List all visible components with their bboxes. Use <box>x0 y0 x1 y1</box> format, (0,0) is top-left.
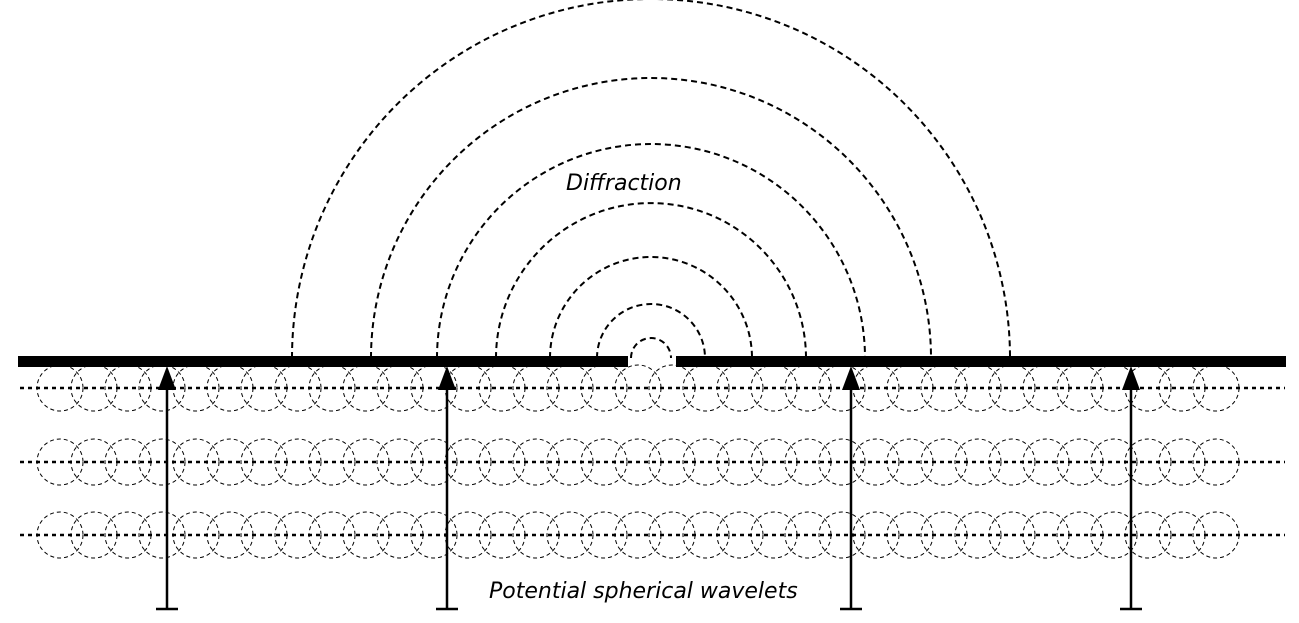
diffraction-arc <box>370 77 932 359</box>
wavelet-circle <box>410 438 458 486</box>
diffraction-arc <box>596 303 706 359</box>
wavelets-label: Potential spherical wavelets <box>489 579 798 604</box>
wavelet-circle <box>954 438 1002 486</box>
wavelet-circle <box>1090 511 1138 559</box>
wavelet-circle <box>682 438 730 486</box>
plane-wavefront-lines <box>20 386 1285 537</box>
wavelet-circle <box>1090 438 1138 486</box>
incident-arrow <box>1120 366 1142 611</box>
diffraction-arc <box>549 256 753 359</box>
wavelet-circle <box>546 438 594 486</box>
diffraction-arc <box>436 143 866 359</box>
wavelet-circle <box>546 364 594 412</box>
barrier-left <box>18 356 628 367</box>
wavelet-circle <box>682 511 730 559</box>
wavelet-circle <box>138 438 186 486</box>
wavelet-circle <box>138 511 186 559</box>
wavelet-circle <box>682 364 730 412</box>
incident-arrow <box>156 366 178 611</box>
diffraction-arc <box>630 337 672 359</box>
wavelet-circle <box>410 511 458 559</box>
diffraction-label: Diffraction <box>566 171 682 196</box>
incident-arrow <box>436 366 458 611</box>
wavelet-circle <box>954 364 1002 412</box>
wavelet-circle <box>274 511 322 559</box>
wavelet-circle <box>818 438 866 486</box>
wavelet-circle <box>954 511 1002 559</box>
incident-arrow <box>840 366 862 611</box>
incident-arrows <box>156 366 1142 611</box>
wavelet-circle <box>274 364 322 412</box>
wavelet-circle <box>274 438 322 486</box>
barrier-right <box>676 356 1286 367</box>
wavelet-circle <box>818 511 866 559</box>
diffraction-wavefronts <box>291 0 1011 359</box>
wavelet-circle <box>546 511 594 559</box>
diffraction-arc <box>495 202 807 359</box>
